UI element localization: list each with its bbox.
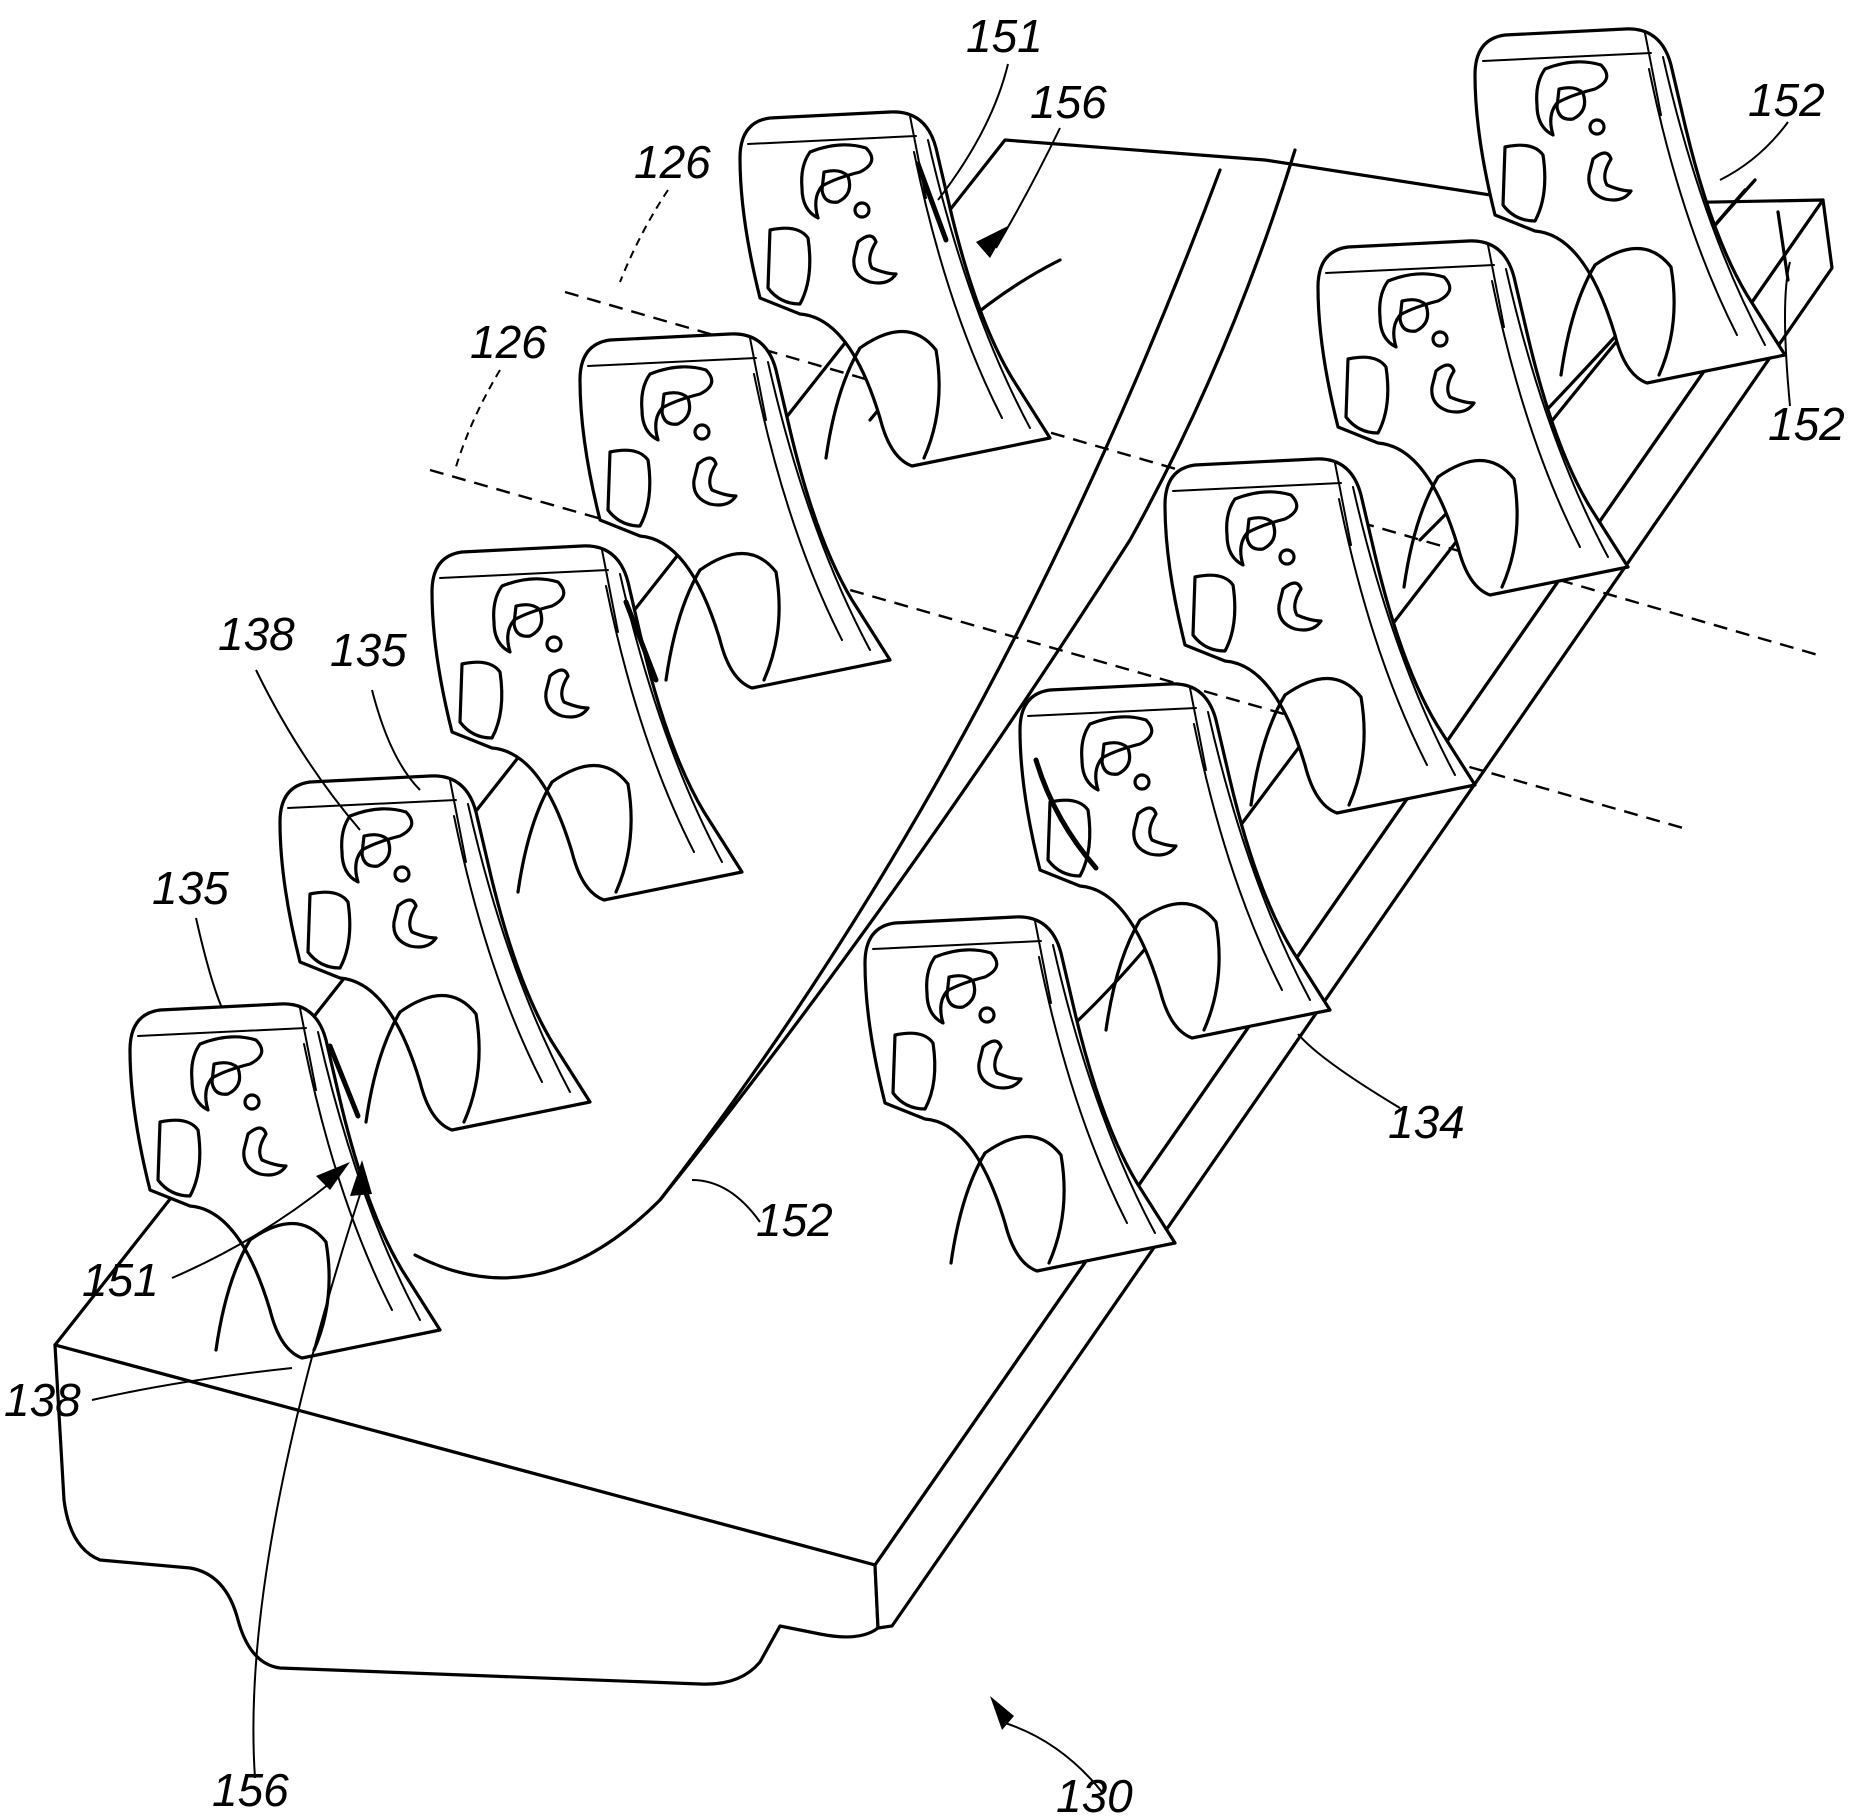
label-156-top: 156 — [1030, 76, 1107, 128]
label-126-lower: 126 — [470, 316, 547, 368]
reference-numerals: 151 156 126 126 152 152 138 135 135 151 … — [4, 10, 1845, 1820]
edge-marks — [327, 161, 1099, 1119]
label-152-center: 152 — [756, 1194, 833, 1246]
arrow-151-left — [316, 1162, 350, 1190]
label-151-left: 151 — [82, 1254, 159, 1306]
arrow-156-bottom — [350, 1160, 372, 1196]
label-138-left: 138 — [218, 608, 295, 660]
platform-front-edge — [53, 1343, 880, 1686]
arrow-130 — [990, 1696, 1014, 1730]
label-152-top-right: 152 — [1748, 74, 1825, 126]
label-135-lower: 135 — [152, 862, 229, 914]
label-138-bottom: 138 — [4, 1374, 81, 1426]
arrow-156-top — [976, 226, 1008, 258]
label-135-upper: 135 — [330, 624, 407, 676]
label-130: 130 — [1056, 1770, 1133, 1820]
leader-lines — [91, 63, 1791, 1793]
label-156-bottom: 156 — [212, 1764, 289, 1816]
label-134: 134 — [1388, 1096, 1465, 1148]
label-151-top: 151 — [966, 10, 1043, 62]
label-126-upper: 126 — [634, 136, 711, 188]
arrows — [316, 226, 1014, 1730]
label-152-right: 152 — [1768, 398, 1845, 450]
